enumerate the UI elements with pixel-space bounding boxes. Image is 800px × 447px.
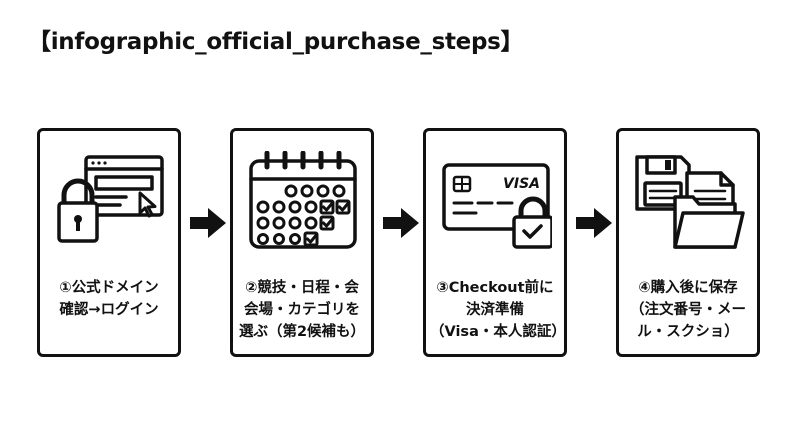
arrow-right-icon <box>576 208 612 238</box>
step-card-2: ②競技・日程・会 会場・カテゴリを 選ぶ（第2候補も） <box>230 128 374 357</box>
step-card-4: ④購入後に保存 （注文番号・メー ル・スクショ） <box>616 128 760 357</box>
step-label: ②競技・日程・会 会場・カテゴリを 選ぶ（第2候補も） <box>238 280 366 340</box>
browser-lock-icon <box>57 155 164 243</box>
step-label: ④購入後に保存 （注文番号・メー ル・スクショ） <box>630 280 746 340</box>
calendar-icon <box>249 151 357 249</box>
arrow-right-icon <box>190 208 226 238</box>
arrow-right-icon <box>383 208 419 238</box>
step-label: ③Checkout前に 決済準備 （Visa・本人認証） <box>430 280 566 340</box>
page-title: 【infographic_official_purchase_steps】 <box>28 29 524 55</box>
step-card-1: ①公式ドメイン 確認→ログイン <box>37 128 181 357</box>
save-folder-icon <box>635 155 745 249</box>
step-card-3: VISA ③Checkout前に 決済準備 （Visa・本人認証） <box>423 128 567 357</box>
card-brand-text: VISA <box>503 176 540 192</box>
credit-card-lock-icon: VISA <box>442 163 552 249</box>
step-label: ①公式ドメイン 確認→ログイン <box>59 280 159 318</box>
